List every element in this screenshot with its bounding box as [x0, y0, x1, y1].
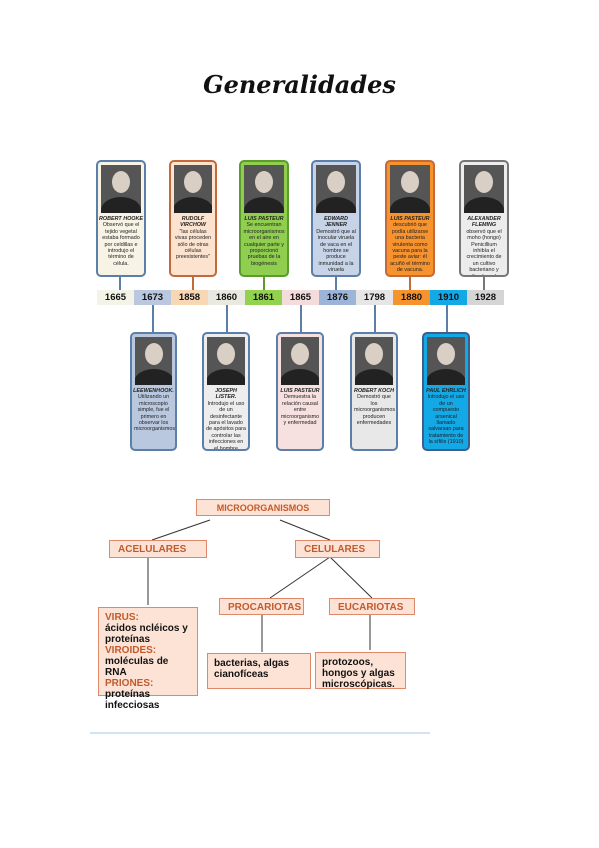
year-1665: 1665 — [97, 290, 134, 305]
connector-line — [263, 277, 265, 290]
card-text: "las células vivas proceden sólo de otra… — [174, 228, 212, 261]
connector-line — [226, 305, 228, 332]
card-text: Se encuentran microorganismos en el aire… — [243, 222, 285, 267]
portrait-image — [101, 165, 141, 213]
card-name: EDWARD JENNER — [324, 216, 348, 229]
priones-label: PRIONES: — [105, 678, 154, 689]
viroides-label: VIROIDES: — [105, 645, 157, 656]
map-eucariotas: EUCARIOTAS — [329, 598, 415, 615]
card-name: ROBERT KOCH — [353, 388, 395, 394]
map-procariotas: PROCARIOTAS — [219, 598, 304, 615]
card-name: JOSEPH LISTER. — [215, 388, 237, 401]
card-luis-pasteur-1861: LUIS PASTEUR Se encuentran microorganism… — [239, 160, 289, 277]
map-root: MICROORGANISMOS — [196, 499, 330, 516]
card-joseph-lister: JOSEPH LISTER. Introdujo el uso de un de… — [202, 332, 250, 451]
map-acelulares-detail: VIRUS: ácidos ncléicos y proteínas VIROI… — [98, 607, 198, 711]
card-paul-ehrlich: PAUL EHRLICH Introdujo el uso de un comp… — [422, 332, 470, 451]
portrait-image — [207, 337, 245, 385]
card-text: Demostró que al inocular viruela de vaca… — [316, 228, 356, 274]
card-name: LUIS PASTEUR — [390, 216, 430, 222]
card-name: LUIS PASTEUR — [280, 388, 320, 394]
connector-line — [483, 277, 485, 290]
portrait-image — [390, 165, 430, 213]
card-text: Introdujo el uso de un compuesto arsenic… — [427, 394, 465, 446]
connector-line — [192, 277, 194, 290]
portrait-image — [174, 165, 212, 213]
viroides-text: moléculas de RNA — [105, 656, 169, 678]
card-leewenhook: LEEWENHOOK. Utilizando un microscopio si… — [130, 332, 177, 451]
card-luis-pasteur-1880: LUIS PASTEUR descubrió que podía utiliza… — [385, 160, 435, 277]
map-acelulares: ACELULARES — [109, 540, 207, 558]
year-1798: 1798 — [356, 290, 393, 305]
portrait-image — [355, 337, 393, 385]
connector-line — [119, 277, 121, 290]
year-1876: 1876 — [319, 290, 356, 305]
portrait-image — [464, 165, 504, 213]
virus-label: VIRUS: — [105, 612, 139, 623]
connector-line — [409, 277, 411, 290]
map-procariotas-detail: bacterias, algas cianofíceas — [207, 653, 311, 689]
connector-line — [335, 277, 337, 290]
year-1861: 1861 — [245, 290, 282, 305]
card-robert-koch: ROBERT KOCH Demostró que los microorgani… — [350, 332, 398, 451]
card-text: Demuestra la relación causal entre micro… — [280, 394, 320, 427]
card-name: ALEXANDER FLEMING — [467, 216, 501, 229]
portrait-image — [427, 337, 465, 385]
year-1673: 1673 — [134, 290, 171, 305]
card-text: Utilizando un microscopio simple, fue el… — [134, 394, 177, 433]
card-text: descubrió que podía utilizarse una bacte… — [390, 222, 430, 274]
connector-line — [152, 305, 154, 332]
card-text: Observó que el tejido vegetal estaba for… — [102, 222, 140, 267]
year-1860: 1860 — [208, 290, 245, 305]
card-alexander-fleming: ALEXANDER FLEMING observó que el moho (h… — [459, 160, 509, 277]
portrait-image — [244, 165, 284, 213]
portrait-image — [281, 337, 319, 385]
portrait-image — [316, 165, 356, 213]
card-robert-hooke: ROBERT HOOKE Observó que el tejido veget… — [96, 160, 146, 277]
map-celulares: CELULARES — [295, 540, 380, 558]
year-1880: 1880 — [393, 290, 430, 305]
virus-text: ácidos ncléicos y proteínas — [105, 623, 188, 645]
year-1928: 1928 — [467, 290, 504, 305]
connector-line — [374, 305, 376, 332]
card-name: LEEWENHOOK. — [133, 388, 174, 394]
year-1858: 1858 — [171, 290, 208, 305]
year-1910: 1910 — [430, 290, 467, 305]
year-1865: 1865 — [282, 290, 319, 305]
card-name: RUDOLF VIRCHOW — [179, 216, 207, 229]
card-text: Introdujo el uso de un desinfectante par… — [206, 400, 246, 451]
card-luis-pasteur-1865: LUIS PASTEUR Demuestra la relación causa… — [276, 332, 324, 451]
card-name: PAUL EHRLICH — [426, 388, 466, 394]
priones-text: proteínas infecciosas — [105, 689, 160, 711]
card-text: Demostró que los microorganismos produce… — [354, 394, 396, 427]
card-edward-jenner: EDWARD JENNER Demostró que al inocular v… — [311, 160, 361, 277]
card-name: ROBERT HOOKE — [99, 216, 143, 222]
map-eucariotas-detail: protozoos, hongos y algas microscópicas. — [315, 652, 406, 690]
connector-line — [446, 305, 448, 332]
connector-line — [300, 305, 302, 332]
card-name: LUIS PASTEUR — [244, 216, 284, 222]
page-title: Generalidades — [203, 70, 396, 99]
card-rudolf-virchow: RUDOLF VIRCHOW "las células vivas proced… — [169, 160, 217, 277]
card-text: observó que el moho (hongo) Penicillium … — [466, 228, 502, 277]
portrait-image — [135, 337, 172, 385]
